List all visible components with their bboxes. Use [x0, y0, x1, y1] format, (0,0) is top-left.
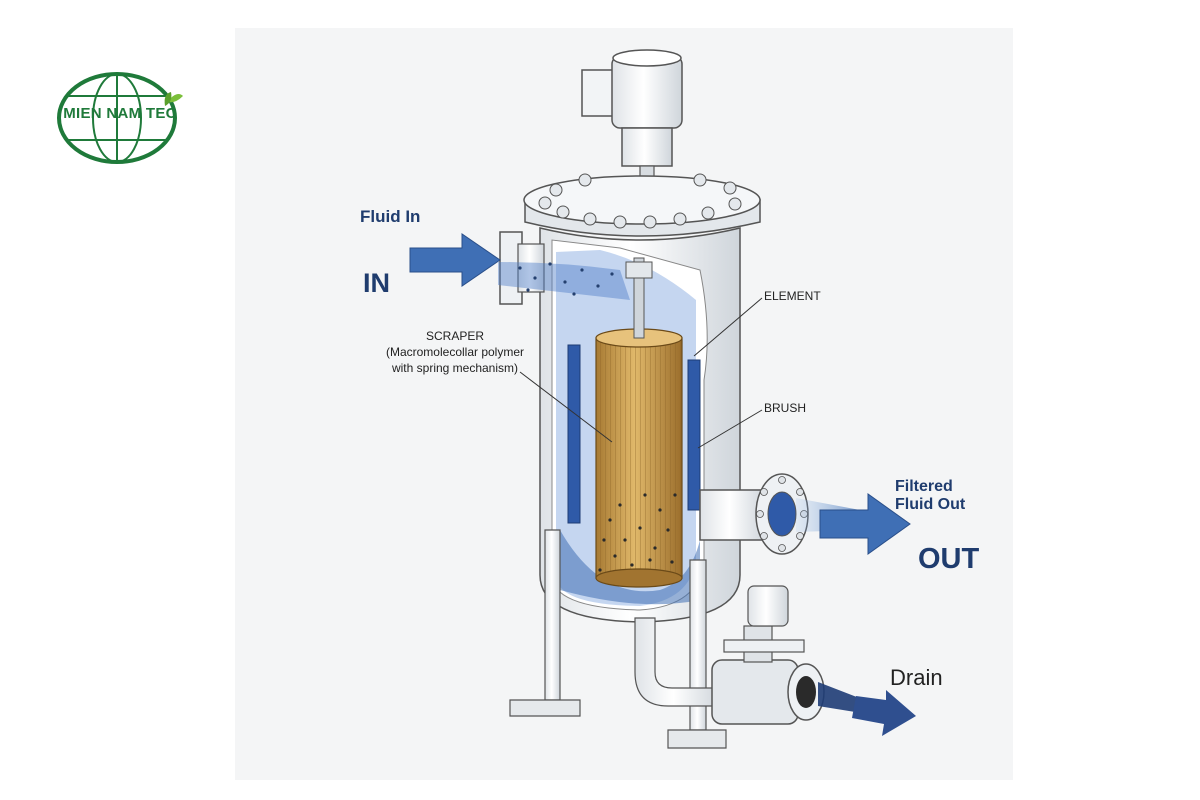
inlet-arrow — [409, 233, 630, 300]
label-drain: Drain — [890, 665, 943, 690]
drain-valve — [634, 585, 825, 725]
label-scraper-line2: (Macromolecollar polymer — [385, 345, 525, 359]
outlet-nozzle — [699, 473, 809, 555]
motor — [581, 49, 683, 197]
brush-bars — [567, 344, 701, 524]
inlet-nozzle — [499, 231, 545, 305]
outlet-arrow — [796, 493, 911, 555]
brand-logo: MIEN NAM TEC — [55, 72, 185, 164]
brand-name: MIEN NAM TEC — [63, 105, 177, 122]
leader-lines — [519, 297, 763, 449]
label-fluid-in: Fluid In — [360, 207, 421, 226]
label-brush: BRUSH — [764, 401, 807, 415]
label-filtered-fluid-out: Filtered Fluid Out — [895, 478, 965, 514]
globe-icon — [57, 72, 183, 164]
support-legs — [509, 529, 727, 749]
label-scraper-line3: with spring mechanism) — [391, 361, 519, 375]
drain-arrow — [818, 682, 916, 736]
label-element: ELEMENT — [764, 289, 821, 303]
label-filtered-line1: Filtered — [895, 478, 953, 495]
label-scraper: SCRAPER (Macromolecollar polymer with sp… — [365, 328, 545, 376]
label-out: OUT — [918, 543, 980, 575]
label-filtered-line2: Fluid Out — [895, 496, 966, 513]
label-in: IN — [363, 268, 390, 298]
top-flange — [523, 173, 761, 237]
filter-element — [595, 257, 683, 588]
label-scraper-line1: SCRAPER — [425, 329, 484, 343]
